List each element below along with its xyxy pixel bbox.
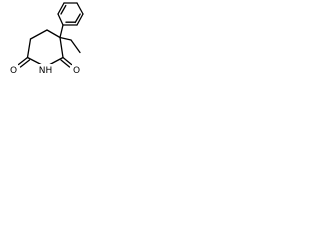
ethyl-group bbox=[59, 36, 81, 54]
nh-mask bbox=[38, 64, 53, 75]
bond-ethyl-ch2-ch3 bbox=[70, 39, 81, 54]
o-left-mask bbox=[9, 64, 18, 75]
phenyl-edge-4 bbox=[76, 2, 84, 15]
phenyl-inner-double-1 bbox=[60, 4, 67, 15]
bond-c2-c3 bbox=[26, 38, 32, 59]
phenyl-edge-5 bbox=[76, 13, 84, 26]
phenyl-edge-2 bbox=[57, 2, 65, 15]
bond-c3-c4 bbox=[29, 29, 48, 40]
phenyl-edge-1 bbox=[57, 13, 64, 26]
bond-c5-c6 bbox=[59, 36, 64, 59]
glutethimide-structure: O NH O bbox=[9, 2, 84, 76]
oxygen-right-label: O bbox=[73, 66, 80, 76]
double-bond-left-a bbox=[17, 56, 29, 66]
oxygen-left-label: O bbox=[10, 66, 17, 76]
double-bond-right-a bbox=[62, 56, 73, 66]
phenyl-inner-double-2 bbox=[74, 13, 81, 24]
bond-c5-phenyl bbox=[59, 24, 64, 39]
o-right-mask bbox=[72, 64, 81, 75]
double-bond-left-b bbox=[19, 59, 31, 68]
nitrogen-label: NH bbox=[39, 66, 53, 76]
bond-c4-c5 bbox=[46, 29, 61, 39]
double-bond-right-b bbox=[60, 59, 71, 68]
atom-labels: O NH O bbox=[9, 64, 81, 76]
carbonyl-bonds bbox=[17, 56, 73, 68]
bond-c5-ethyl-ch2 bbox=[59, 36, 72, 41]
phenyl-group bbox=[57, 2, 84, 39]
piperidinedione-ring bbox=[26, 29, 64, 67]
